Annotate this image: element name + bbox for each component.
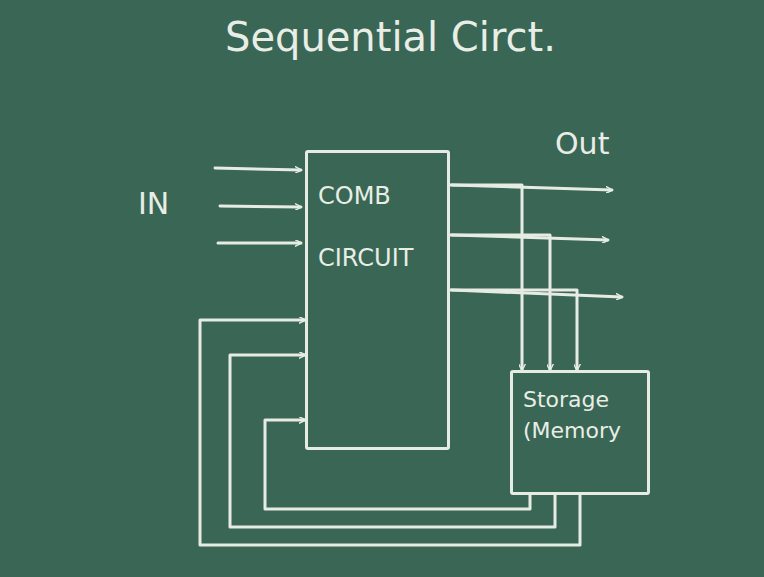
combinational-box: COMB CIRCUIT xyxy=(305,150,450,450)
signal-label: Out xyxy=(555,126,609,161)
storage-box: Storage (Memory xyxy=(510,370,650,495)
input-arrow xyxy=(215,168,301,170)
wire-connector xyxy=(230,355,555,527)
wire-connector xyxy=(450,185,522,370)
wire-connector xyxy=(450,235,550,370)
box-text: COMB CIRCUIT xyxy=(318,165,437,290)
signal-label: IN xyxy=(138,186,169,221)
box-text: Storage (Memory xyxy=(523,385,637,447)
wire-connector xyxy=(450,290,577,370)
board-title: Sequential Circt. xyxy=(225,14,556,60)
input-arrow xyxy=(218,242,301,245)
input-arrow xyxy=(220,206,301,207)
